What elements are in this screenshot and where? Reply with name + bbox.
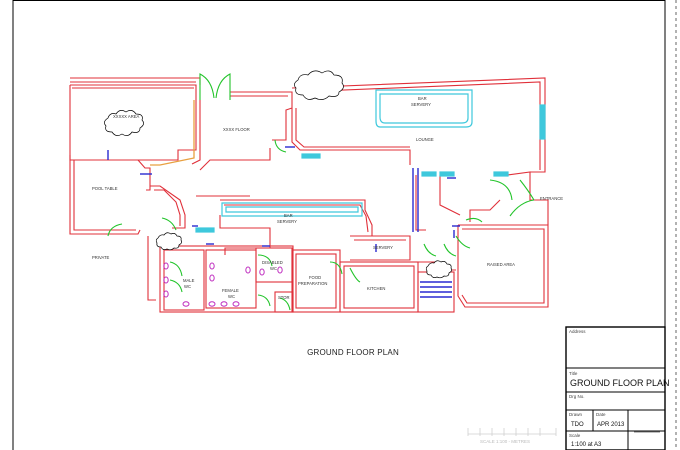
room-label-male: MALE: [183, 278, 195, 283]
room-label-disabled: DISABLED: [262, 260, 283, 265]
sheet-border: [12, 0, 666, 450]
room-label-lounge: LOUNGE: [416, 137, 434, 142]
title-block-date-value: APR 2013: [597, 422, 625, 428]
title-block-drg-label: Drg No.: [569, 394, 585, 399]
room-label-xxxx-floor: XXXX FLOOR: [223, 127, 250, 132]
title-block-drawn-label: Drawn: [569, 412, 583, 417]
room-label-bar-servery-mid: BAR: [284, 213, 293, 218]
title-block-scale-value: 1:100 at A3: [571, 442, 602, 448]
title-block-scale-label: Scale: [569, 433, 581, 438]
scale-bar: [467, 428, 557, 436]
floor-plan: XXXXX AREA XXXX FLOOR BAR SERVERY LOUNGE…: [69, 70, 563, 313]
doors: [107, 73, 535, 311]
room-label-food-prep: FOOD: [309, 275, 321, 280]
room-label-xxxx-area: XXXXX AREA: [113, 114, 140, 119]
room-label-private: PRIVATE: [92, 255, 110, 260]
plan-title: GROUND FLOOR PLAN: [307, 348, 399, 357]
room-label-food-prep-2: PREPARATION: [298, 281, 327, 286]
room-label-kitchen: KITCHEN: [367, 286, 385, 291]
room-label-disabled-2: WC: [270, 266, 277, 271]
room-label-male-2: WC: [184, 284, 191, 289]
room-label-servery: SERVERY: [373, 245, 393, 250]
partition: [150, 100, 195, 166]
title-block-drawn-value: TDO: [571, 422, 584, 428]
room-label-bar-servery-mid-2: SERVERY: [277, 219, 297, 224]
walls: [69, 77, 549, 313]
room-label-raised-area: RAISED AREA: [487, 262, 515, 267]
room-label-bar-servery-top: BAR: [418, 96, 427, 101]
room-label-stor: STOR: [278, 295, 290, 300]
room-label-entrance: ENTRANCE: [540, 196, 563, 201]
stairs-and-steps: [107, 146, 460, 298]
title-block-address-label: Address: [569, 329, 586, 334]
room-label-female: FEMALE: [222, 288, 239, 293]
title-block-title-label: Title: [569, 371, 578, 376]
sanitary-fixtures: [163, 262, 283, 307]
scale-bar-label: SCALE 1:100 - METRES: [480, 439, 530, 444]
title-block-date-label: Date: [596, 412, 606, 417]
bar-counters: [195, 89, 546, 233]
title-block-title-value: GROUND FLOOR PLAN: [570, 378, 670, 388]
room-label-female-2: WC: [228, 294, 235, 299]
revision-clouds: [104, 70, 453, 279]
title-block: [565, 326, 666, 450]
room-label-pool-table: POOL TABLE: [92, 186, 118, 191]
room-label-bar-servery-top-2: SERVERY: [411, 102, 431, 107]
